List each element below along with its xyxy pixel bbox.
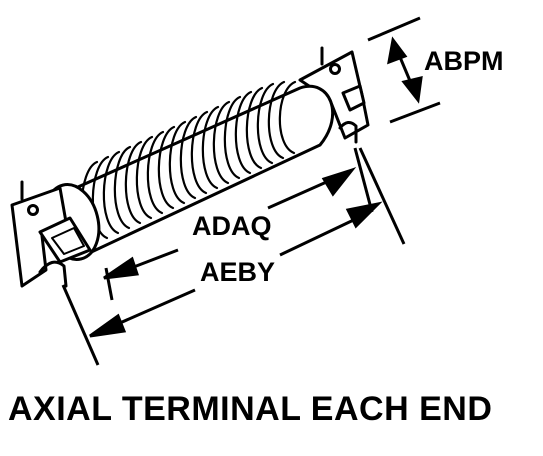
body-length-extension-right [353, 147, 374, 213]
body-length-extension-left [104, 267, 114, 301]
diagram-caption: AXIAL TERMINAL EACH END [8, 390, 492, 428]
body-length-arrowhead-right [321, 167, 357, 197]
body-length-label: ADAQ [192, 211, 272, 241]
left-terminal-bracket [10, 180, 92, 288]
overall-length-label: AEBY [200, 257, 275, 287]
overall-length-arrowhead-right [345, 201, 383, 229]
height-label: ABPM [424, 46, 504, 76]
height-arrowhead-bottom [401, 76, 423, 104]
height-extension-bottom [389, 101, 441, 124]
overall-length-dimension [61, 147, 406, 366]
body-length-arrowhead-left [103, 256, 140, 280]
overall-length-extension-left [61, 284, 100, 366]
height-dimension [367, 16, 441, 124]
body-length-dimension [103, 147, 374, 301]
overall-length-dimension-line-right [279, 214, 363, 257]
height-extension-top [367, 16, 421, 42]
overall-length-extension-right [358, 147, 406, 245]
resistor-body [10, 46, 370, 288]
height-arrowhead-top [387, 36, 408, 65]
overall-length-arrowhead-left [89, 313, 127, 338]
